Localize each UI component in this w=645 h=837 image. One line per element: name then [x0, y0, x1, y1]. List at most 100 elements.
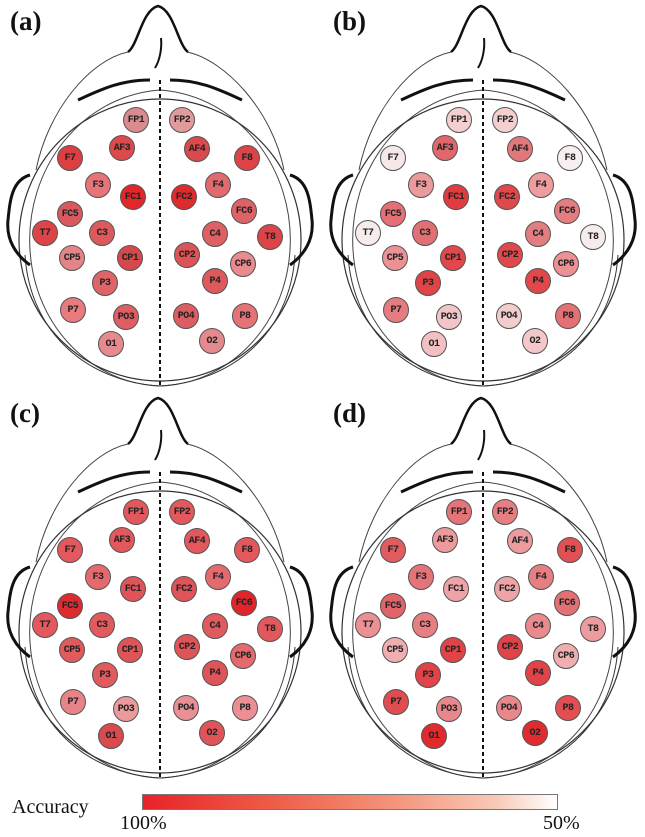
electrode-o1: O1: [421, 723, 447, 749]
electrode-t7: T7: [355, 220, 381, 246]
electrode-po3: PO3: [436, 304, 462, 330]
electrode-fc5: FC5: [380, 201, 406, 227]
electrode-f4: F4: [205, 564, 231, 590]
electrode-t8: T8: [580, 224, 606, 250]
electrode-cp1: CP1: [117, 637, 143, 663]
electrode-po3: PO3: [113, 696, 139, 722]
electrode-cp1: CP1: [440, 245, 466, 271]
electrode-t7: T7: [355, 612, 381, 638]
electrode-t8: T8: [580, 616, 606, 642]
electrode-f3: F3: [85, 564, 111, 590]
electrode-cp1: CP1: [117, 245, 143, 271]
electrode-t8: T8: [257, 616, 283, 642]
electrode-af4: AF4: [184, 136, 210, 162]
electrode-fc1: FC1: [120, 184, 146, 210]
electrode-f3: F3: [85, 172, 111, 198]
electrode-cp5: CP5: [59, 245, 85, 271]
electrode-cp6: CP6: [230, 643, 256, 669]
electrode-af4: AF4: [507, 136, 533, 162]
electrode-af3: AF3: [432, 135, 458, 161]
head-outline-icon: [6, 4, 314, 387]
legend-title: Accuracy: [12, 796, 89, 818]
electrode-po4: PO4: [173, 695, 199, 721]
electrode-cp6: CP6: [553, 251, 579, 277]
electrode-cp5: CP5: [382, 245, 408, 271]
electrode-f7: F7: [380, 145, 406, 171]
electrode-fp2: FP2: [492, 107, 518, 133]
electrode-f4: F4: [205, 172, 231, 198]
electrode-o2: O2: [522, 720, 548, 746]
electrode-f8: F8: [557, 537, 583, 563]
electrode-t7: T7: [32, 612, 58, 638]
electrode-cp6: CP6: [553, 643, 579, 669]
electrode-cp6: CP6: [230, 251, 256, 277]
electrode-fc6: FC6: [554, 198, 580, 224]
electrode-fc1: FC1: [120, 576, 146, 602]
electrode-po4: PO4: [496, 303, 522, 329]
electrode-f7: F7: [380, 537, 406, 563]
electrode-f7: F7: [57, 145, 83, 171]
electrode-t7: T7: [32, 220, 58, 246]
electrode-o1: O1: [98, 331, 124, 357]
electrode-po4: PO4: [496, 695, 522, 721]
electrode-f3: F3: [408, 564, 434, 590]
electrode-cp2: CP2: [174, 634, 200, 660]
electrode-p7: P7: [383, 689, 409, 715]
electrode-p3: P3: [415, 270, 441, 296]
head-outline-icon: [329, 396, 637, 779]
electrode-af3: AF3: [432, 527, 458, 553]
electrode-p3: P3: [92, 270, 118, 296]
electrode-fp1: FP1: [446, 107, 472, 133]
electrode-c3: C3: [412, 220, 438, 246]
electrode-af4: AF4: [507, 528, 533, 554]
electrode-cp2: CP2: [497, 634, 523, 660]
electrode-fc5: FC5: [380, 593, 406, 619]
electrode-f8: F8: [557, 145, 583, 171]
electrode-fc1: FC1: [443, 576, 469, 602]
electrode-p3: P3: [415, 662, 441, 688]
electrode-af3: AF3: [109, 527, 135, 553]
electrode-p4: P4: [202, 660, 228, 686]
legend-min-label: 100%: [120, 812, 167, 834]
electrode-c3: C3: [89, 220, 115, 246]
electrode-f4: F4: [528, 172, 554, 198]
electrode-fc2: FC2: [171, 184, 197, 210]
legend-max-label: 50%: [543, 812, 580, 834]
electrode-cp1: CP1: [440, 637, 466, 663]
electrode-c4: C4: [525, 221, 551, 247]
electrode-p4: P4: [525, 268, 551, 294]
electrode-p8: P8: [232, 695, 258, 721]
electrode-f7: F7: [57, 537, 83, 563]
panel-label: (d): [333, 398, 366, 428]
electrode-p8: P8: [232, 303, 258, 329]
electrode-fc1: FC1: [443, 184, 469, 210]
electrode-f4: F4: [528, 564, 554, 590]
electrode-fc6: FC6: [231, 590, 257, 616]
electrode-fc2: FC2: [494, 184, 520, 210]
electrode-af3: AF3: [109, 135, 135, 161]
electrode-fc2: FC2: [494, 576, 520, 602]
colorbar-gradient: [142, 794, 558, 810]
electrode-po3: PO3: [113, 304, 139, 330]
panel-label: (b): [333, 6, 366, 36]
electrode-fp1: FP1: [123, 107, 149, 133]
panel-label: (a): [10, 6, 42, 36]
electrode-o1: O1: [421, 331, 447, 357]
electrode-o2: O2: [199, 328, 225, 354]
electrode-p8: P8: [555, 303, 581, 329]
electrode-f8: F8: [234, 537, 260, 563]
electrode-o2: O2: [522, 328, 548, 354]
electrode-af4: AF4: [184, 528, 210, 554]
electrode-c3: C3: [412, 612, 438, 638]
electrode-c4: C4: [202, 221, 228, 247]
electrode-c4: C4: [525, 613, 551, 639]
electrode-fc5: FC5: [57, 593, 83, 619]
electrode-p7: P7: [60, 297, 86, 323]
electrode-fp2: FP2: [169, 107, 195, 133]
electrode-o2: O2: [199, 720, 225, 746]
electrode-p3: P3: [92, 662, 118, 688]
electrode-t8: T8: [257, 224, 283, 250]
